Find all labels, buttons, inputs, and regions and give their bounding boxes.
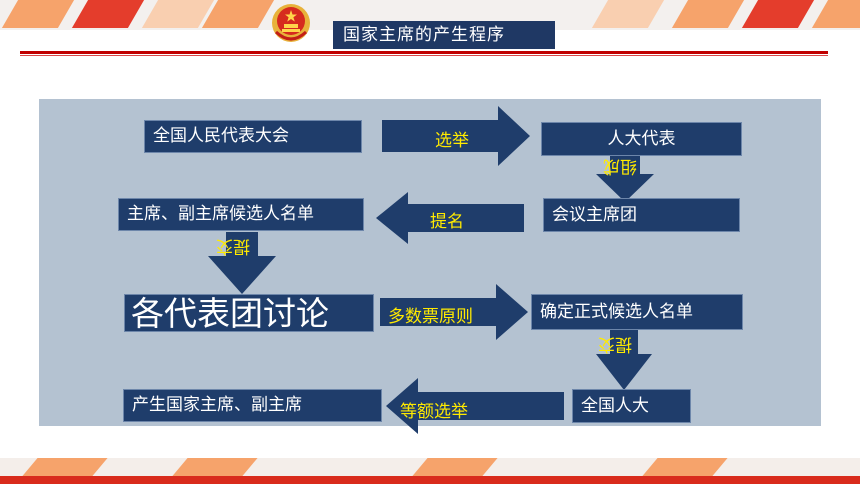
arrow-right-icon: [380, 284, 528, 340]
node-npc: 全国人大: [572, 389, 691, 423]
node-result: 产生国家主席、副主席: [123, 389, 382, 422]
edge-label-submit-text: 提交: [598, 334, 632, 354]
arrow-down-icon: [208, 232, 276, 294]
banner-stripe: [671, 0, 745, 28]
edge-label-nominate: 提名: [430, 212, 464, 232]
banner-stripe: [201, 0, 275, 28]
banner-stripe: [172, 458, 258, 476]
node-npc-congress: 全国人民代表大会: [144, 120, 362, 153]
banner-stripe: [741, 0, 815, 28]
edge-label-submit: 提交: [216, 236, 250, 261]
edge-label-equal-election: 等额选举: [400, 402, 468, 422]
edge-label-elect: 选举: [435, 131, 469, 151]
national-emblem-icon: [272, 4, 310, 42]
arrow-left-icon: [376, 192, 524, 244]
page-title: 国家主席的产生程序: [333, 21, 555, 49]
node-formal-list: 确定正式候选人名单: [531, 294, 743, 330]
header-divider: [20, 51, 828, 54]
node-presidium: 会议主席团: [543, 198, 740, 232]
banner-stripe: [1, 0, 75, 28]
edge-label-submit: 提交: [598, 334, 632, 359]
bottom-red-bar: [0, 476, 860, 484]
bottom-banner: [0, 458, 860, 484]
arrow-left-icon: [386, 378, 564, 434]
banner-stripe: [591, 0, 665, 28]
edge-label-form: 组成: [603, 156, 637, 181]
node-npc-deputies: 人大代表: [541, 122, 742, 156]
banner-stripe: [412, 458, 498, 476]
edge-label-majority: 多数票原则: [388, 307, 473, 327]
banner-stripe: [811, 0, 860, 28]
edge-label-form-text: 组成: [603, 156, 637, 176]
node-candidate-list: 主席、副主席候选人名单: [118, 198, 364, 231]
banner-stripe: [642, 458, 728, 476]
header-divider: [20, 55, 828, 56]
arrow-right-icon: [382, 106, 530, 166]
banner-stripe: [71, 0, 145, 28]
banner-stripe: [22, 458, 108, 476]
node-delegation-discussion: 各代表团讨论: [124, 294, 374, 332]
edge-label-submit-text: 提交: [216, 236, 250, 256]
arrow-down-icon: [596, 330, 652, 390]
arrow-down-icon: [596, 156, 654, 202]
